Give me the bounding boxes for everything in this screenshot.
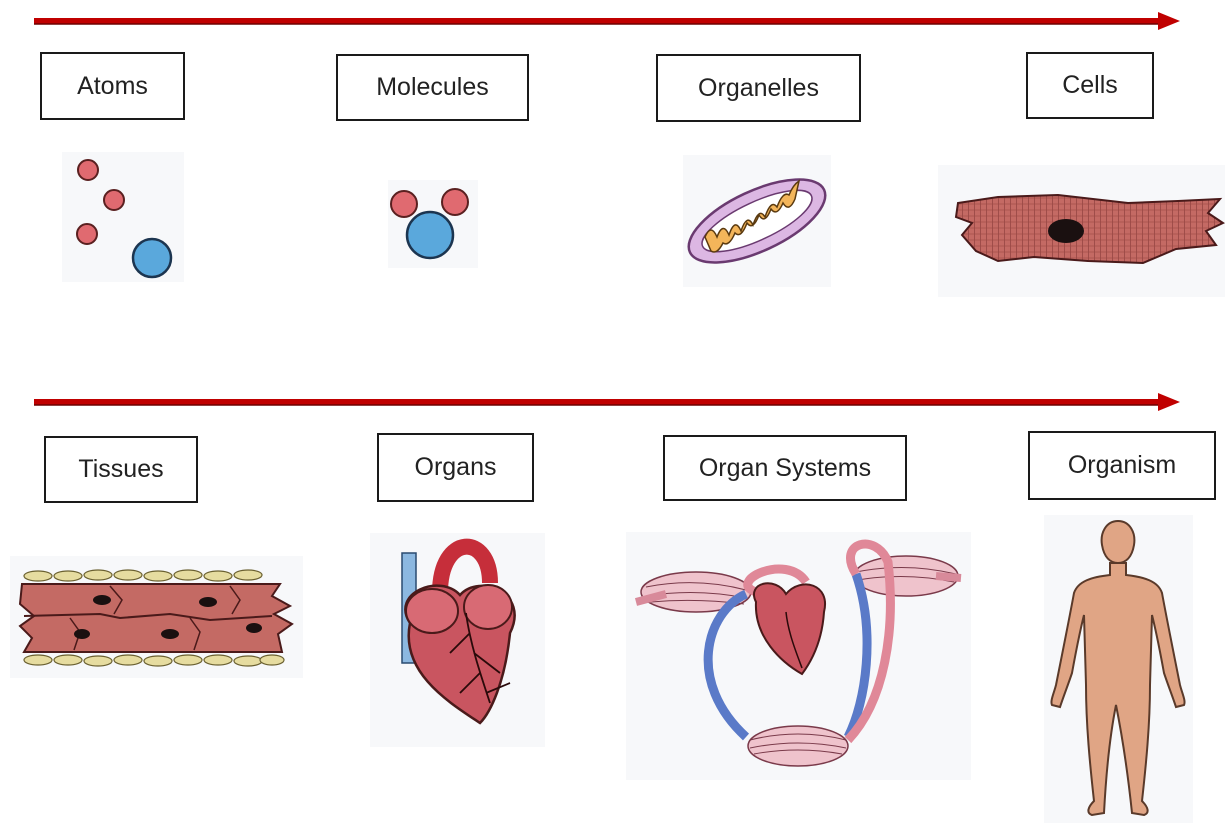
mitochondrion-icon bbox=[683, 155, 831, 287]
level-label-organelles: Organelles bbox=[656, 54, 861, 122]
heart-icon bbox=[370, 533, 545, 747]
molecule-icon bbox=[388, 180, 478, 268]
progression-arrow-bottom bbox=[0, 387, 1225, 417]
muscle-tissue-icon bbox=[10, 556, 303, 678]
level-label-tissues: Tissues bbox=[44, 436, 198, 503]
circulatory-system-icon bbox=[626, 532, 971, 780]
muscle-cell-icon bbox=[938, 165, 1225, 297]
level-label-organism: Organism bbox=[1028, 431, 1216, 500]
level-label-molecules: Molecules bbox=[336, 54, 529, 121]
human-body-icon bbox=[1044, 515, 1193, 823]
level-label-organ-systems: Organ Systems bbox=[663, 435, 907, 501]
progression-arrow-top bbox=[0, 6, 1225, 36]
level-label-atoms: Atoms bbox=[40, 52, 185, 120]
atoms-icon bbox=[62, 152, 184, 282]
level-label-cells: Cells bbox=[1026, 52, 1154, 119]
level-label-organs: Organs bbox=[377, 433, 534, 502]
